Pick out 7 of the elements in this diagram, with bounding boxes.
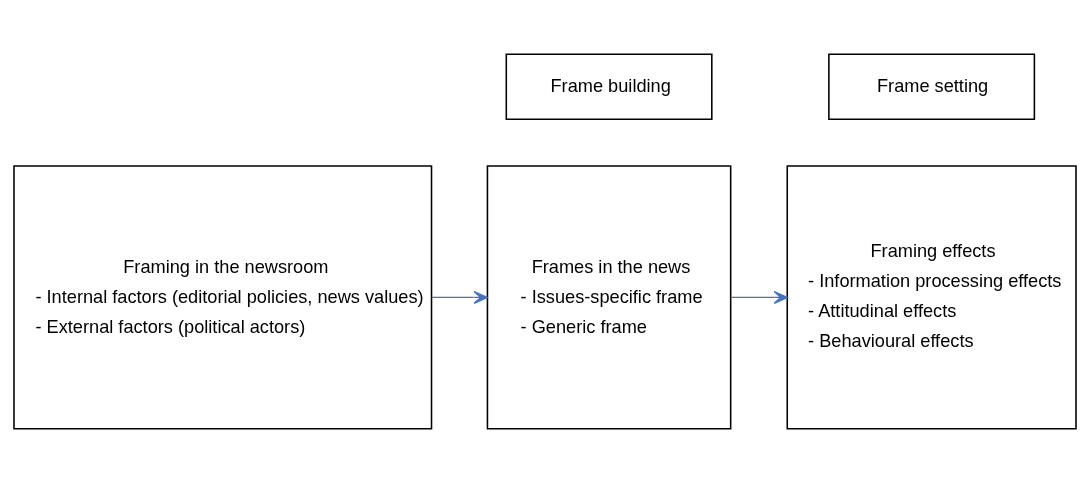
- node-box: Frame building: [505, 52, 713, 120]
- arrow: [431, 290, 488, 304]
- node-box: Framing in the newsroom - Internal factors (editorial policies, news values) - External factors (political actors): [13, 164, 433, 430]
- node-box: Framing effects - Information processing effects - Attitudinal effects - Behavioural effects: [786, 164, 1077, 430]
- node-box: Frames in the news - Issues-specific frame - Generic frame: [486, 164, 732, 430]
- arrow: [730, 290, 788, 304]
- node-box: Frame setting: [828, 52, 1036, 120]
